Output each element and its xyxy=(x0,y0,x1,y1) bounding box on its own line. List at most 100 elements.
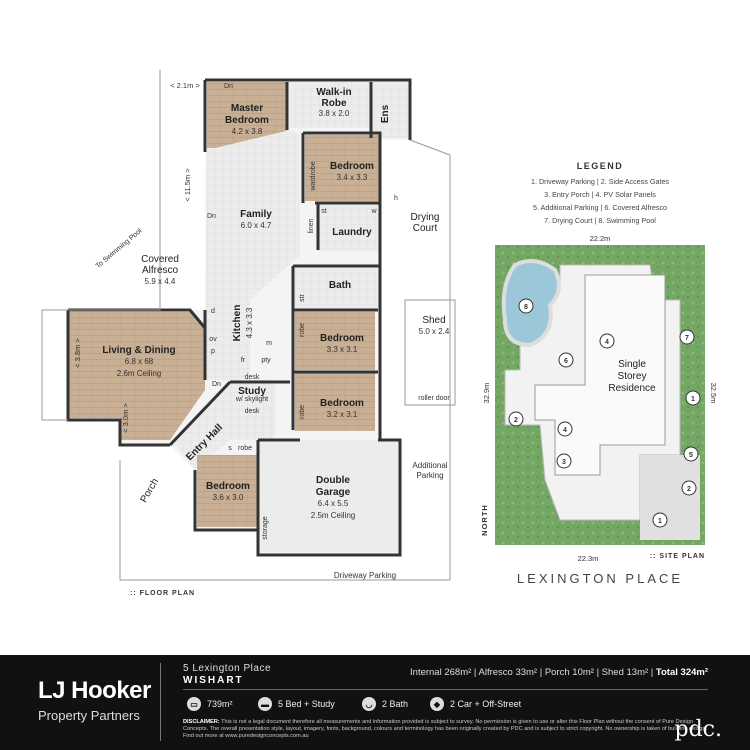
m-label: m xyxy=(266,340,272,347)
shed-door: roller door xyxy=(418,395,450,402)
porch-label: Porch xyxy=(139,477,162,505)
garage-name: Double xyxy=(316,475,350,486)
bath-label: Bath xyxy=(329,280,351,291)
dim-3-0: < 3.0m > xyxy=(121,403,130,433)
footer-hline xyxy=(183,689,708,690)
legend-title: LEGEND xyxy=(577,161,624,171)
walls xyxy=(66,78,412,557)
s-label: s xyxy=(228,445,232,452)
svg-text:1: 1 xyxy=(691,396,695,403)
svg-text:8: 8 xyxy=(524,304,528,311)
desk2-label: desk xyxy=(245,408,260,415)
site-bottom-dim: 22.3m xyxy=(578,554,599,563)
area-total: Total 324m² xyxy=(655,667,708,678)
address: 5 Lexington Place xyxy=(183,663,272,674)
dn-label: Dn xyxy=(207,213,216,220)
add-parking-l1: Additional xyxy=(412,461,447,470)
bedroom-3 xyxy=(295,312,375,370)
ov-label: ov xyxy=(209,336,217,343)
dn-label: Dn xyxy=(212,381,221,388)
feature-text: 739m² xyxy=(207,699,233,709)
site-marker: 1 xyxy=(652,512,668,528)
legend-row: 5. Additional Parking | 6. Covered Alfre… xyxy=(533,203,667,212)
desk1-label: desk xyxy=(245,374,260,381)
area-summary: Internal 268m² | Alfresco 33m² | Porch 1… xyxy=(410,667,708,678)
svg-text:3: 3 xyxy=(562,459,566,466)
residence-l1: Single xyxy=(618,359,646,370)
ens-label: Ens xyxy=(380,104,391,123)
alfresco-dims: 5.9 x 4.4 xyxy=(145,277,176,286)
site-left-dim: 32.9m xyxy=(482,383,491,404)
bath xyxy=(295,268,380,310)
site-marker: 6 xyxy=(558,352,574,368)
p-label: p xyxy=(211,348,215,355)
garage-dims: 6.4 x 5.5 xyxy=(318,499,349,508)
svg-text:5: 5 xyxy=(689,452,693,459)
street-name: LEXINGTON PLACE xyxy=(517,571,683,586)
str-label: str xyxy=(299,293,306,301)
shed-name: Shed xyxy=(422,315,445,326)
floor-plan-area: < 2.1m > Dn Master Bedroom 4.2 x 3.8 Wal… xyxy=(41,70,718,597)
feature-text: 2 Car + Off-Street xyxy=(450,699,522,709)
site-markers: 8 6 4 7 1 2 4 3 5 2 1 xyxy=(508,298,701,528)
legend-row: 1. Driveway Parking | 2. Side Access Gat… xyxy=(531,177,669,186)
dim-11-5: < 11.5m > xyxy=(183,168,192,202)
entry-hall xyxy=(172,380,275,470)
double-garage xyxy=(258,440,398,552)
site-marker: 7 xyxy=(679,329,695,345)
bed2-dims: 3.4 x 3.3 xyxy=(337,173,368,182)
pool-direction: To Swimming Pool xyxy=(95,227,144,270)
brand-logo: LJ Hooker xyxy=(38,677,151,704)
bed4-name: Bedroom xyxy=(320,398,364,409)
bed3-robe: robe xyxy=(299,323,306,337)
driveway-label: Driveway Parking xyxy=(334,571,396,580)
floor-plan-svg: < 2.1m > Dn Master Bedroom 4.2 x 3.8 Wal… xyxy=(41,70,718,597)
living-dining xyxy=(68,312,205,440)
svg-text:2: 2 xyxy=(687,486,691,493)
garage-ceiling: 2.5m Ceiling xyxy=(311,511,355,520)
svg-text:4: 4 xyxy=(563,427,567,434)
svg-text:4: 4 xyxy=(605,339,609,346)
garage-name2: Garage xyxy=(316,487,351,498)
fr-label: fr xyxy=(241,357,246,364)
bed2-name: Bedroom xyxy=(330,161,374,172)
bed3-dims: 3.3 x 3.1 xyxy=(327,345,358,354)
bed5-dims: 3.6 x 3.0 xyxy=(213,493,244,502)
site-right-dim: 32.5m xyxy=(709,383,718,404)
site-marker: 2 xyxy=(681,480,697,496)
dim-3-8: < 3.8m > xyxy=(73,338,82,368)
feature-land: ▭739m² xyxy=(187,697,233,711)
site-top-dim: 22.2m xyxy=(590,234,611,243)
site-marker: 5 xyxy=(683,446,699,462)
walkin-dims: 3.8 x 2.0 xyxy=(319,109,350,118)
pdc-logo: pdc. xyxy=(674,717,722,742)
kitchen-dims: 4.3 x 3.3 xyxy=(245,307,254,338)
bedroom-5 xyxy=(197,455,257,527)
disclaimer: DISCLAIMER: This is not a legal document… xyxy=(183,719,713,740)
laundry-label: Laundry xyxy=(332,227,372,238)
floor-plan-label: :: FLOOR PLAN xyxy=(130,590,195,597)
feature-text: 5 Bed + Study xyxy=(278,699,335,709)
feature-text: 2 Bath xyxy=(382,699,409,709)
brand-subtitle: Property Partners xyxy=(38,708,140,723)
svg-text:1: 1 xyxy=(658,518,662,525)
site-marker: 3 xyxy=(556,453,572,469)
bedroom-2 xyxy=(305,135,380,201)
pty-label: pty xyxy=(261,357,271,364)
site-plan-label: :: SITE PLAN xyxy=(650,553,705,560)
residence-l3: Residence xyxy=(608,383,656,394)
master-name: Master xyxy=(231,103,263,114)
footer-bar: LJ Hooker Property Partners 5 Lexington … xyxy=(0,655,750,750)
feature-bed: ▬5 Bed + Study xyxy=(258,697,335,711)
bath-icon: ◡ xyxy=(362,697,376,711)
svg-text:7: 7 xyxy=(685,335,689,342)
walkin-robe xyxy=(289,82,371,128)
study-sub: w/ skylight xyxy=(235,396,268,403)
drying-name2: Court xyxy=(413,223,438,234)
suburb: WISHART xyxy=(183,675,244,686)
site-marker: 8 xyxy=(518,298,534,314)
alfresco-name: Covered xyxy=(141,254,179,265)
linen-label: linen xyxy=(308,219,315,234)
living-ceiling: 2.6m Ceiling xyxy=(117,369,161,378)
living-dims: 6.8 x 68 xyxy=(125,357,154,366)
